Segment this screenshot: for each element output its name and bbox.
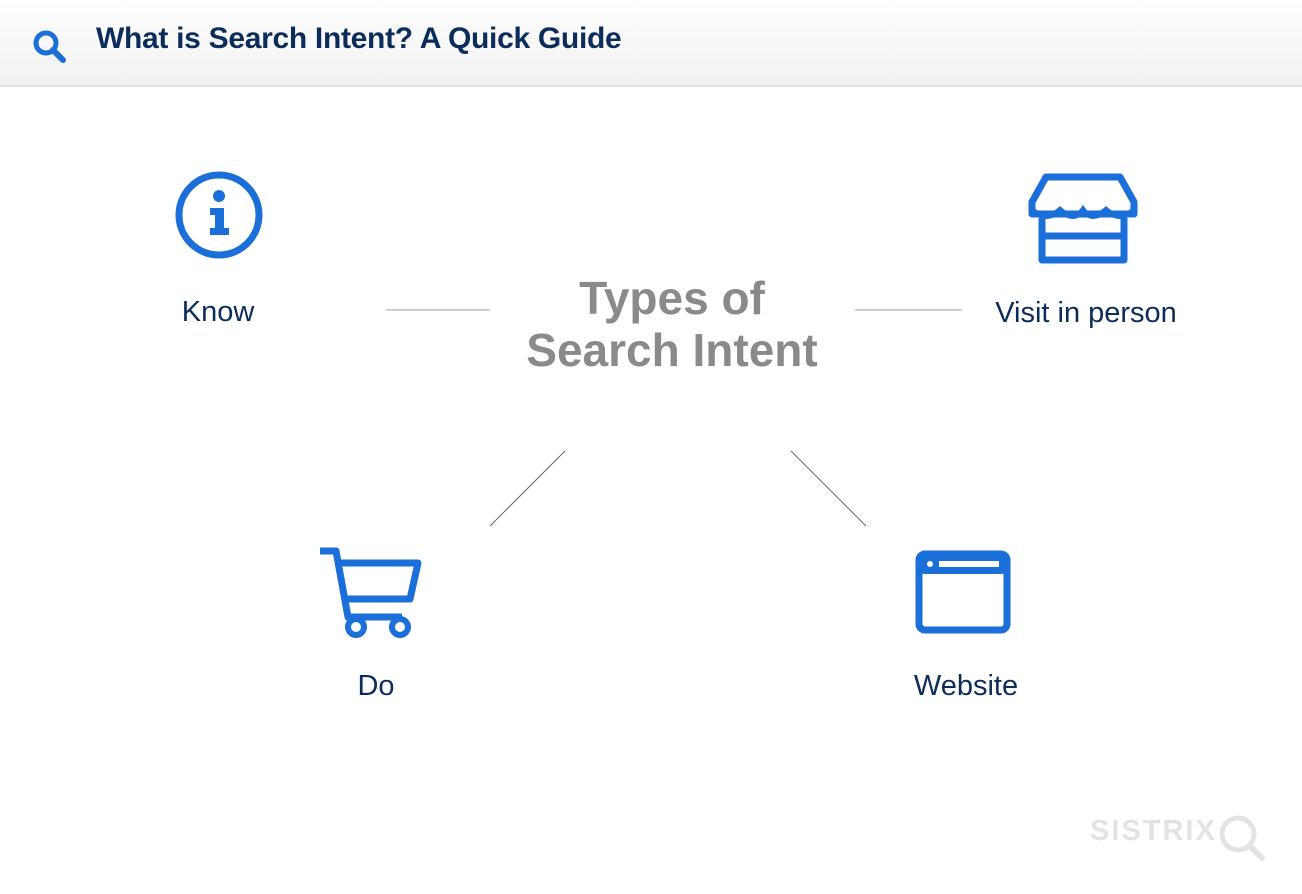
node-label-website: Website (913, 670, 1019, 702)
connector-website (790, 450, 867, 527)
center-title-line1: Types of (579, 272, 765, 324)
info-circle-icon (175, 171, 263, 259)
node-label-visit-in-person: Visit in person (995, 297, 1177, 329)
node-label-know: Know (181, 296, 255, 328)
header-bar: What is Search Intent? A Quick Guide (0, 0, 1302, 87)
center-title-line2: Search Intent (526, 324, 818, 376)
shopping-cart-icon (320, 547, 422, 638)
browser-window-icon (915, 550, 1011, 634)
page-title: What is Search Intent? A Quick Guide (96, 22, 622, 55)
storefront-icon (1028, 173, 1138, 264)
search-icon (33, 30, 66, 63)
node-label-do: Do (357, 670, 395, 702)
magnifier-icon (1219, 815, 1265, 861)
sistrix-watermark: SISTRIX (1090, 815, 1217, 847)
connector-do (489, 450, 566, 527)
diagram-center-title: Types of Search Intent (526, 272, 817, 376)
